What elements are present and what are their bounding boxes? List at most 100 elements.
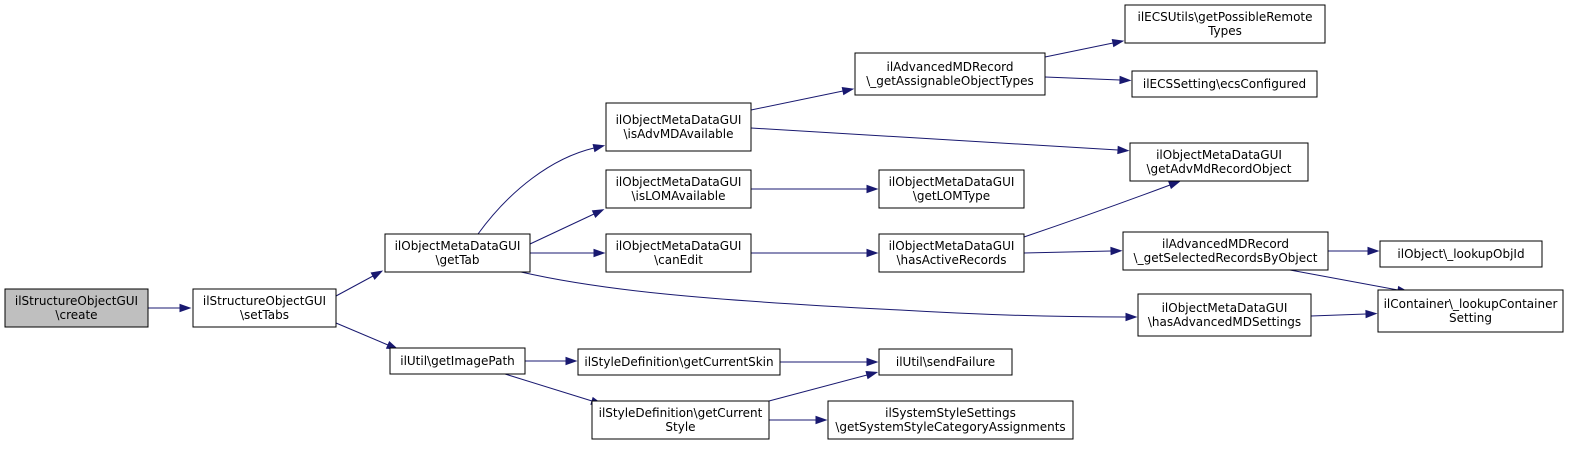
arrowhead <box>1367 246 1380 256</box>
node-label-line: Style <box>665 420 695 434</box>
function-node-n7[interactable]: ilAdvancedMDRecord\_getAssignableObjectT… <box>854 52 1046 96</box>
node-box <box>591 400 770 440</box>
edge-n18-to-n19 <box>768 371 879 402</box>
node-label-line: ilSystemStyleSettings <box>885 406 1016 420</box>
node-box <box>605 102 752 152</box>
edge-n6-to-n9 <box>751 248 879 258</box>
function-node-n3[interactable]: ilUtil\getImagePath <box>389 347 526 375</box>
node-label-line: ilUtil\getImagePath <box>400 354 515 368</box>
node-box <box>1122 231 1329 271</box>
node-box <box>577 348 781 376</box>
node-label-line: ilObjectMetaDataGUI <box>616 175 742 189</box>
node-label-line: ilAdvancedMDRecord <box>1162 237 1289 251</box>
node-label-line: ilObjectMetaDataGUI <box>889 175 1015 189</box>
node-label-line: \_getSelectedRecordsByObject <box>1134 251 1318 265</box>
node-label-line: ilObjectMetaDataGUI <box>616 239 742 253</box>
arrowhead <box>866 248 879 258</box>
edge-line <box>1310 313 1367 317</box>
function-node-n5[interactable]: ilObjectMetaDataGUI\isLOMAvailable <box>605 169 752 209</box>
edge-n13-to-n15 <box>1328 246 1380 256</box>
arrowhead <box>179 303 192 313</box>
node-box <box>605 169 752 209</box>
node-label-line: \_getAssignableObjectTypes <box>866 74 1034 88</box>
function-node-n19[interactable]: ilUtil\sendFailure <box>878 348 1013 376</box>
node-label-line: ilObjectMetaDataGUI <box>395 239 521 253</box>
function-node-n11[interactable]: ilECSSetting\ecsConfigured <box>1131 70 1318 98</box>
node-label-line: ilECSUtils\getPossibleRemote <box>1137 10 1312 24</box>
edge-line <box>335 275 374 297</box>
node-label-line: Setting <box>1449 311 1492 325</box>
node-label-line: ilStyleDefinition\getCurrentSkin <box>584 355 773 369</box>
function-node-n8[interactable]: ilObjectMetaDataGUI\getLOMType <box>878 169 1025 209</box>
function-node-n6[interactable]: ilObjectMetaDataGUI\canEdit <box>605 233 752 273</box>
function-node-n1[interactable]: ilStructureObjectGUI\setTabs <box>192 288 337 328</box>
node-label-line: \getLOMType <box>913 189 990 203</box>
edge-n9-to-n13 <box>1023 246 1123 256</box>
edge-n1-to-n2 <box>335 270 384 297</box>
edge-n2-to-n6 <box>530 248 606 258</box>
arrowhead <box>866 357 879 367</box>
edge-n5-to-n8 <box>751 184 879 194</box>
arrowhead <box>1125 312 1138 322</box>
arrowhead <box>592 144 606 153</box>
node-box <box>4 288 149 328</box>
node-label-line: \isLOMAvailable <box>631 189 725 203</box>
arrowhead <box>1168 180 1181 190</box>
node-label-line: \create <box>55 308 97 322</box>
node-label-line: \hasActiveRecords <box>896 253 1006 267</box>
node-box <box>1379 240 1543 268</box>
arrowhead <box>841 87 855 96</box>
edge-line <box>520 271 1127 318</box>
node-label-line: ilStructureObjectGUI <box>15 294 138 308</box>
node-box <box>1377 289 1564 333</box>
edge-n0-to-n1 <box>148 303 192 313</box>
node-box <box>878 233 1025 273</box>
node-label-line: \isAdvMDAvailable <box>623 127 733 141</box>
function-node-n17[interactable]: ilStyleDefinition\getCurrentSkin <box>577 348 781 376</box>
edge-n17-to-n19 <box>780 357 879 367</box>
edge-line <box>1023 184 1171 238</box>
node-label-line: \getSystemStyleCategoryAssignments <box>835 420 1065 434</box>
function-node-n2[interactable]: ilObjectMetaDataGUI\getTab <box>384 233 531 273</box>
arrowhead <box>1117 145 1130 155</box>
node-label-line: \hasAdvancedMDSettings <box>1148 315 1301 329</box>
edge-line <box>768 374 868 402</box>
edge-n2-to-n4 <box>477 144 606 235</box>
edge-n9-to-n12 <box>1023 180 1181 238</box>
edge-n7-to-n11 <box>1044 75 1132 85</box>
node-label-line: ilStyleDefinition\getCurrent <box>599 406 763 420</box>
function-node-n13[interactable]: ilAdvancedMDRecord\_getSelectedRecordsBy… <box>1122 231 1329 271</box>
node-label-line: ilUtil\sendFailure <box>896 355 995 369</box>
function-node-n14[interactable]: ilObjectMetaDataGUI\hasAdvancedMDSetting… <box>1137 293 1312 337</box>
arrowhead <box>1119 75 1132 85</box>
function-node-n4[interactable]: ilObjectMetaDataGUI\isAdvMDAvailable <box>605 102 752 152</box>
arrowhead <box>591 209 605 219</box>
function-node-n12[interactable]: ilObjectMetaDataGUI\getAdvMdRecordObject <box>1129 142 1309 182</box>
function-node-n9[interactable]: ilObjectMetaDataGUI\hasActiveRecords <box>878 233 1025 273</box>
arrowhead <box>1110 246 1123 256</box>
edge-n3-to-n18 <box>504 373 604 405</box>
arrowhead <box>865 371 879 380</box>
node-label-line: \setTabs <box>240 308 289 322</box>
node-label-line: ilObject\_lookupObjId <box>1397 247 1524 261</box>
node-box <box>1137 293 1312 337</box>
node-box <box>878 169 1025 209</box>
node-label-line: ilStructureObjectGUI <box>203 294 326 308</box>
arrowhead <box>370 270 384 280</box>
call-nodes: ilStructureObjectGUI\createilStructureOb… <box>4 4 1564 440</box>
function-node-n20[interactable]: ilSystemStyleSettings\getSystemStyleCate… <box>827 400 1074 440</box>
node-label-line: \getAdvMdRecordObject <box>1147 162 1292 176</box>
node-box <box>1124 4 1326 44</box>
call-edges <box>148 39 1410 425</box>
function-node-n0[interactable]: ilStructureObjectGUI\create <box>4 288 149 328</box>
edge-n14-to-n16 <box>1310 309 1378 319</box>
node-box <box>1129 142 1309 182</box>
node-box <box>192 288 337 328</box>
function-node-n15[interactable]: ilObject\_lookupObjId <box>1379 240 1543 268</box>
node-box <box>854 52 1046 96</box>
arrowhead <box>866 184 879 194</box>
